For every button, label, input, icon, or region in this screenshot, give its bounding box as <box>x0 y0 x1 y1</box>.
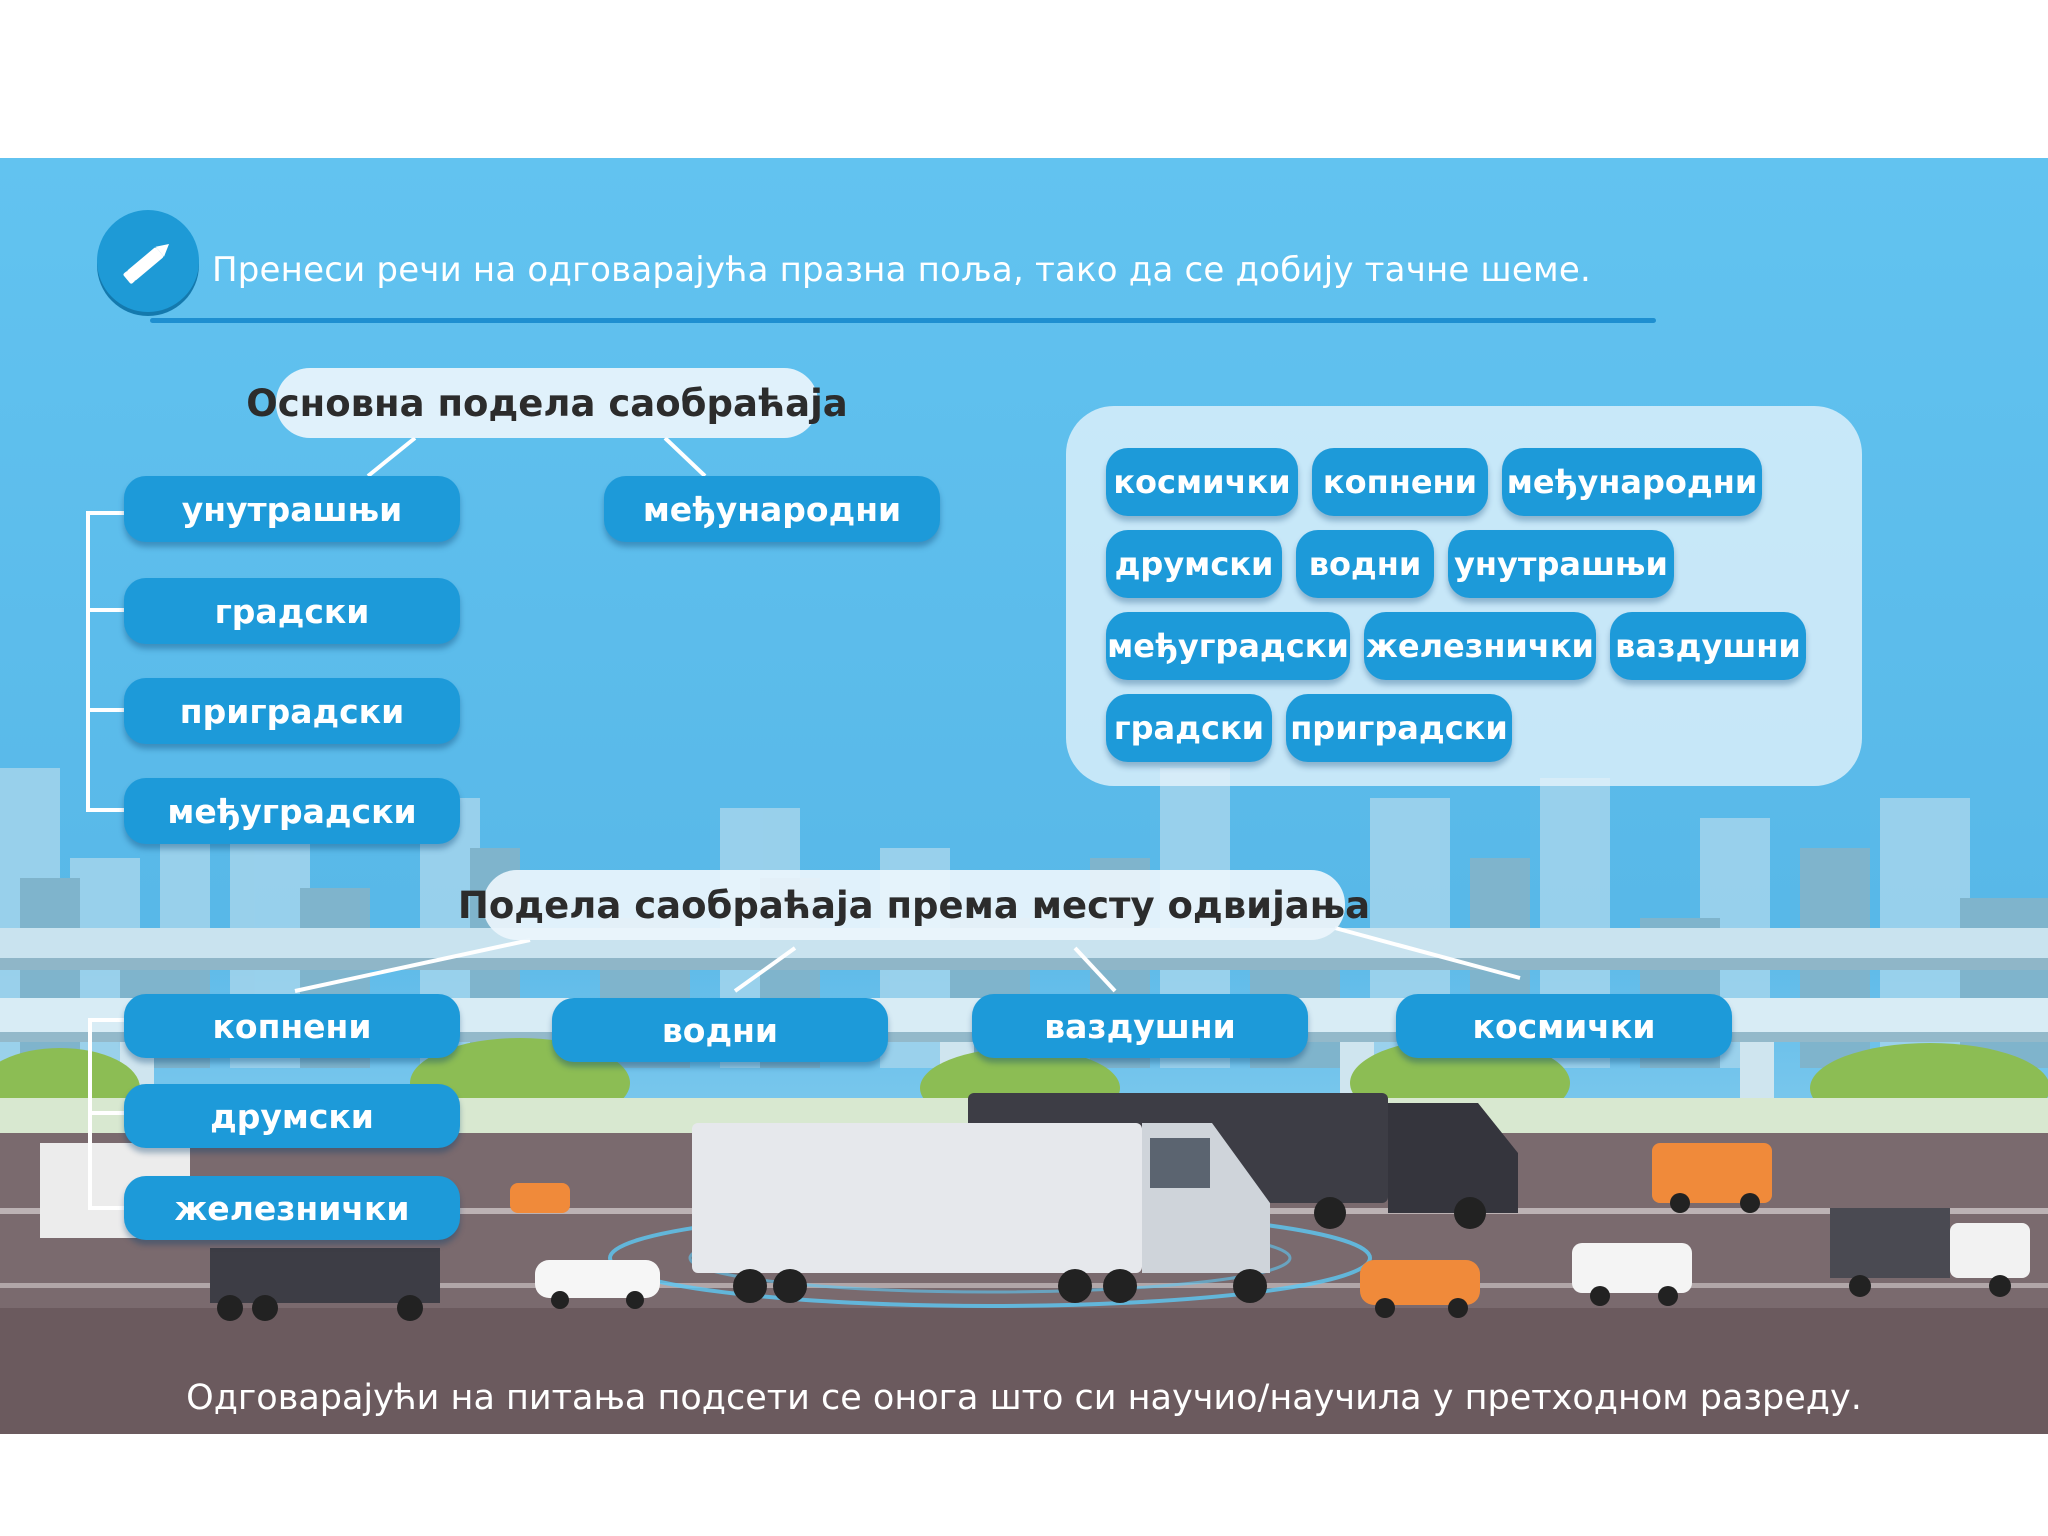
word-chip[interactable]: космички <box>1106 448 1298 516</box>
word-chip[interactable]: водни <box>1296 530 1434 598</box>
slot-space[interactable]: космички <box>1396 994 1732 1058</box>
footer-text: Одговарајући на питања подсети се онога … <box>186 1378 1862 1418</box>
word-chip[interactable]: градски <box>1106 694 1272 762</box>
slot-land[interactable]: копнени <box>124 994 460 1058</box>
instruction-text: Пренеси речи на одговарајућа празна поља… <box>212 250 1591 290</box>
word-chip[interactable]: приградски <box>1286 694 1512 762</box>
slot-internal[interactable]: унутрашњи <box>124 476 460 542</box>
slot-suburban[interactable]: приградски <box>124 678 460 744</box>
slot-road[interactable]: друмски <box>124 1084 460 1148</box>
word-chip[interactable]: међународни <box>1502 448 1762 516</box>
place-division-heading: Подела саобраћаја према месту одвијања <box>458 870 1370 940</box>
slot-urban[interactable]: градски <box>124 578 460 644</box>
slot-air[interactable]: ваздушни <box>972 994 1308 1058</box>
word-chip[interactable]: унутрашњи <box>1448 530 1674 598</box>
slot-rail[interactable]: железнички <box>124 1176 460 1240</box>
word-chip[interactable]: друмски <box>1106 530 1282 598</box>
illustration-panel: Пренеси речи на одговарајућа празна поља… <box>0 158 2048 1434</box>
instruction-underline <box>150 318 1656 323</box>
word-chip[interactable]: међуградски <box>1106 612 1350 680</box>
word-bank: космички копнени међународни друмски вод… <box>1066 406 1862 786</box>
pencil-icon <box>97 210 199 312</box>
slot-intercity[interactable]: међуградски <box>124 778 460 844</box>
slot-water[interactable]: водни <box>552 998 888 1062</box>
word-chip[interactable]: ваздушни <box>1610 612 1806 680</box>
slot-international[interactable]: међународни <box>604 476 940 542</box>
basic-division-heading: Основна подела саобраћаја <box>246 368 848 438</box>
word-chip[interactable]: железнички <box>1364 612 1596 680</box>
word-chip[interactable]: копнени <box>1312 448 1488 516</box>
